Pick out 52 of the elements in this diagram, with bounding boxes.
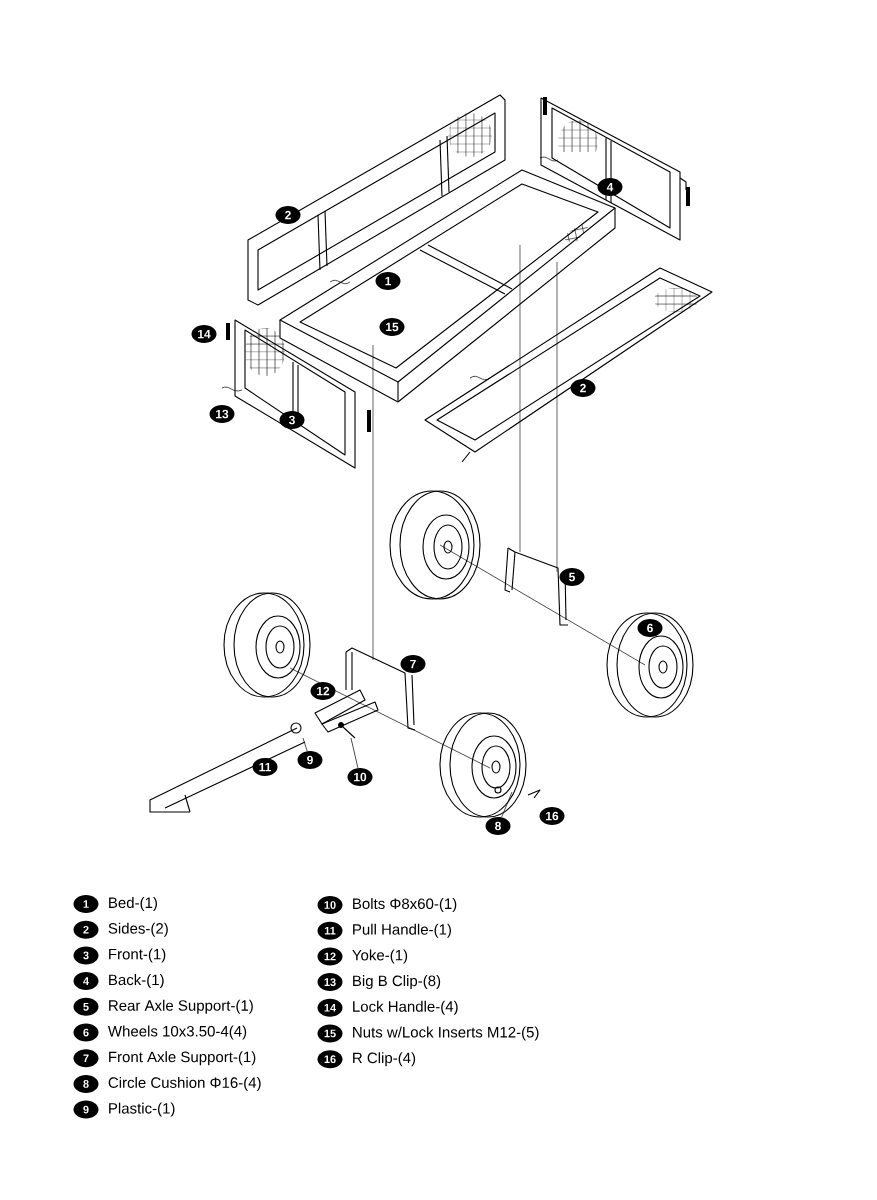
part-description: Lock Handle-(4) (353, 1000, 458, 1015)
callout-number: 10 (317, 896, 343, 914)
part-description: Front Axle Support-(1) (109, 1051, 256, 1066)
part-description: R Clip-(4) (353, 1052, 416, 1067)
callout-number: 11 (252, 758, 278, 776)
part-description: Bolts Φ8x60-(1) (353, 898, 457, 912)
callout-number: 14 (317, 998, 343, 1017)
callout-number: 13 (317, 973, 343, 992)
part-description: Rear Axle Support-(1) (109, 999, 253, 1014)
part-description: Plastic-(1) (109, 1102, 175, 1117)
part-description: Big B Clip-(8) (353, 975, 441, 990)
callout-number: 14 (191, 325, 217, 343)
callout-number: 13 (209, 405, 235, 423)
callout-number: 15 (317, 1024, 343, 1043)
part-description: Pull Handle-(1) (353, 923, 451, 938)
part-description: Yoke-(1) (352, 949, 408, 964)
callout-number: 8 (73, 1074, 99, 1093)
part-description: Bed-(1) (109, 897, 157, 911)
callout-number: 15 (379, 318, 405, 336)
leader-line (501, 791, 513, 818)
part-description: Nuts w/Lock Inserts M12-(5) (353, 1026, 539, 1041)
part-description: Back-(1) (109, 974, 164, 989)
callout-number: 16 (539, 807, 565, 825)
callout-number: 3 (279, 411, 305, 429)
callout-number: 8 (485, 817, 511, 835)
leader-line (302, 737, 308, 752)
callout-number: 1 (375, 272, 401, 290)
callout-number: 3 (73, 946, 99, 965)
leader-line (350, 737, 359, 769)
callout-number: 12 (310, 682, 336, 700)
callout-number: 9 (73, 1100, 99, 1119)
callout-number: 4 (597, 178, 623, 196)
callout-number: 2 (570, 379, 596, 397)
part-description: Wheels 10x3.50-4(4) (107, 1025, 247, 1040)
callout-number: 9 (297, 751, 323, 769)
callout-number: 6 (637, 619, 663, 637)
callout-number: 16 (317, 1050, 343, 1069)
callout-number: 4 (73, 972, 99, 991)
part-description: Circle Cushion Φ16-(4) (108, 1076, 261, 1091)
part-description: Sides-(2) (108, 922, 168, 937)
callout-number: 2 (275, 206, 301, 224)
callout-number: 5 (73, 997, 99, 1016)
part-description: Front-(1) (109, 948, 166, 963)
callout-number: 7 (400, 655, 426, 673)
callout-number: 11 (317, 921, 343, 940)
callout-number: 7 (73, 1049, 99, 1068)
callout-number: 10 (347, 768, 373, 786)
callout-number: 2 (73, 920, 99, 939)
callout-number: 12 (317, 947, 343, 966)
callout-number: 1 (73, 895, 99, 913)
callout-number: 6 (73, 1023, 99, 1042)
callout-number: 5 (559, 568, 585, 586)
